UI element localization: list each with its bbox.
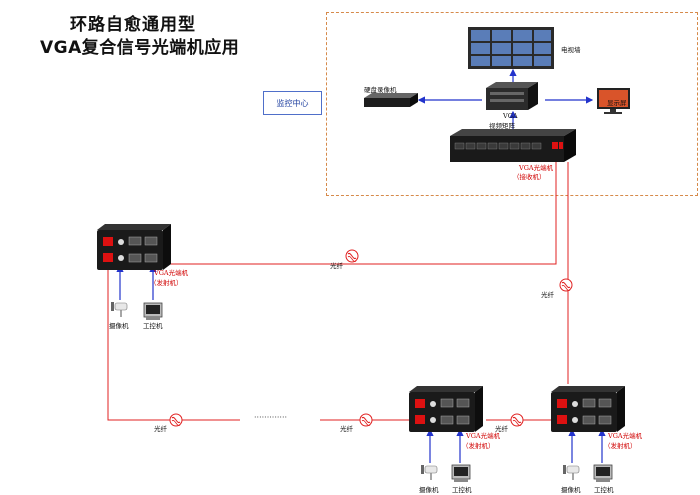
rack-receiver-icon [450,129,576,162]
fiber-label-5: 光纤 [495,425,508,433]
receiver-label-line1: VGA光端机 [519,164,554,172]
recorder-label: 硬盘录像机 [364,86,397,94]
tx1-label-line1: VGA光端机 [154,269,189,277]
ipc-label-2: 工控机 [452,486,472,494]
tx2-label-line2: （发射机） [462,442,495,450]
display-label: 显示屏 [607,99,627,107]
fiber-label-1: 光纤 [330,262,343,270]
fiber-label-4: 光纤 [340,425,353,433]
camera-label-1: 摄像机 [109,322,129,330]
tx2-label-line1: VGA光端机 [466,432,501,440]
diagram-title-line2: VGA复合信号光端机应用 [40,38,240,58]
ipc-label-3: 工控机 [594,486,614,494]
tv-wall-label: 电视墙 [561,46,581,54]
fiber-label-2: 光纤 [541,291,554,299]
camera-label-3: 摄像机 [561,486,581,494]
tx3-label-line1: VGA光端机 [608,432,643,440]
tx3-label-line2: （发射机） [604,442,637,450]
video-matrix-icon [486,82,538,110]
ellipsis-dots: ············· [254,413,288,422]
camera-label-2: 摄像机 [419,486,439,494]
diagram-title-line1: 环路自愈通用型 [70,15,196,35]
receiver-label-line2: （接收机） [513,173,546,181]
tv-wall-icon [468,27,554,69]
fiber-label-3: 光纤 [154,425,167,433]
matrix-label-line1: VGA [503,112,518,120]
monitoring-center-label: 监控中心 [263,91,322,115]
matrix-label-line2: 视频矩阵 [489,122,515,130]
tx1-label-line2: （发射机） [150,279,183,287]
ipc-label-1: 工控机 [143,322,163,330]
monitoring-center-zone [326,12,698,196]
dvr-icon [364,93,418,107]
display-icon [597,88,630,114]
